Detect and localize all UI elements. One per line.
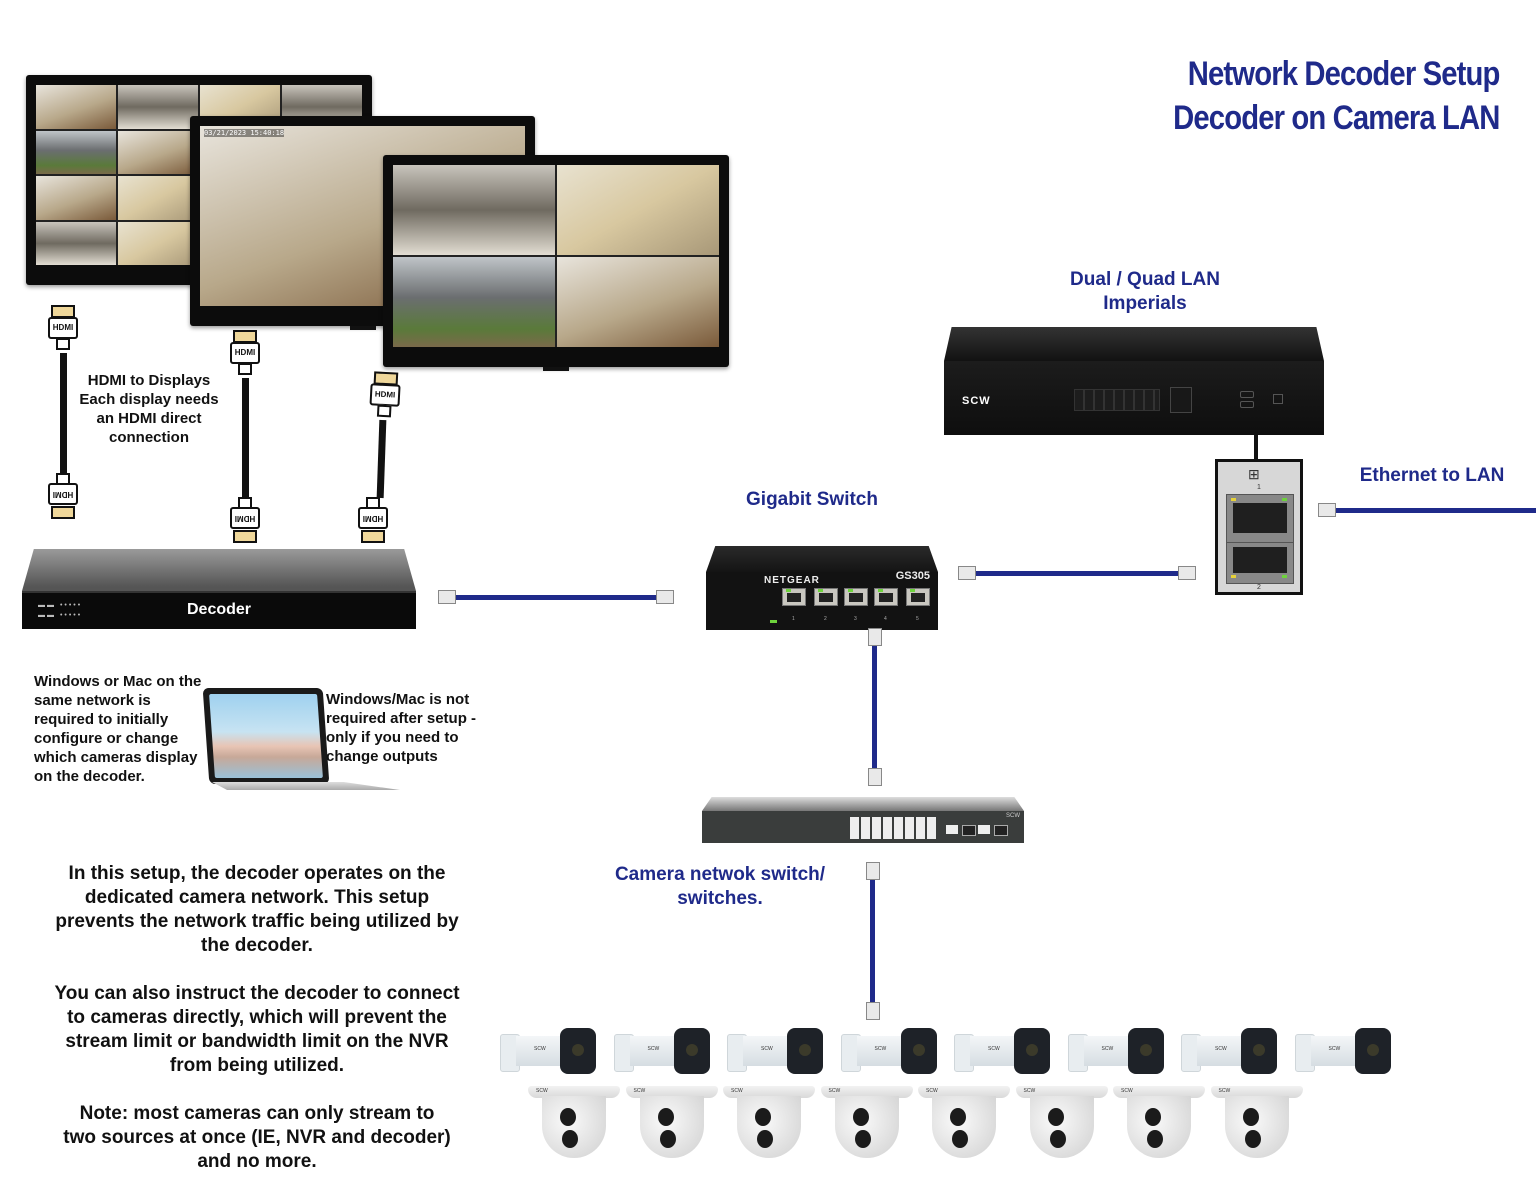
bullet-camera-icon: SCW (840, 1028, 937, 1076)
dome-camera-icon: SCW (1015, 1086, 1108, 1158)
nvr-lan-cable (1254, 435, 1258, 463)
hdmi-plug-icon: HDMI (230, 330, 260, 378)
ethernet-connector-icon (868, 768, 882, 786)
hdmi-plug-icon: HDMI (48, 305, 78, 353)
explanation-paragraph-1: In this setup, the decoder operates on t… (55, 863, 459, 956)
title-line-1: Network Decoder Setup (1188, 55, 1501, 93)
ethernet-connector-icon (656, 590, 674, 604)
ethernet-connector-icon (1178, 566, 1196, 580)
ethernet-connector-icon (868, 628, 882, 646)
hdmi-label: HDMI to Displays Each display needs an H… (79, 372, 219, 446)
monitor-2-timestamp: 03/21/2023 15:40:18 (204, 129, 285, 137)
ethernet-connector-icon (438, 590, 456, 604)
laptop-note-right: Windows/Mac is not required after setup … (326, 691, 477, 765)
bullet-camera-icon: SCW (500, 1028, 596, 1076)
gigabit-switch-label: Gigabit Switch (746, 489, 878, 510)
monitor-3-screen (393, 165, 719, 347)
switch-brand: NETGEAR (764, 575, 820, 586)
camera-network-switch-device: SCW (702, 797, 1024, 845)
bullet-camera-icon: SCW (613, 1028, 710, 1076)
bullet-camera-icon: SCW (1294, 1028, 1391, 1076)
decoder-leds: ▬▬ •••••▬▬ ••••• (38, 602, 83, 619)
hdmi-plug-icon: HDMI (369, 371, 401, 421)
monitor-3 (383, 155, 729, 371)
bullet-camera-icon: SCW (1181, 1028, 1277, 1076)
nvr-device: SCW (944, 327, 1324, 435)
ethernet-cable (1336, 508, 1536, 513)
ethernet-cable (976, 571, 1178, 576)
hdmi-plug-icon: HDMI (48, 473, 78, 521)
ethernet-connector-icon (958, 566, 976, 580)
decoder-device: ▬▬ •••••▬▬ ••••• Decoder (22, 549, 416, 629)
dome-camera-icon: SCW (1210, 1086, 1303, 1158)
hdmi-plug-icon: HDMI (358, 497, 388, 545)
ethernet-cable (456, 595, 656, 600)
bullet-camera-icon: SCW (954, 1028, 1050, 1076)
nvr-button-panel (1074, 389, 1160, 411)
dome-camera-icon: SCW (625, 1086, 718, 1158)
bullet-camera-icon: SCW (727, 1028, 823, 1076)
hdmi-cable (242, 378, 249, 498)
dome-camera-icon: SCW (528, 1086, 620, 1158)
hdmi-cable (60, 353, 67, 473)
nvr-power-button (1273, 394, 1283, 404)
camera-switch-brand: SCW (1006, 813, 1020, 819)
nvr-dpad (1170, 387, 1192, 413)
ethernet-to-lan-label: Ethernet to LAN (1359, 465, 1505, 486)
hdmi-plug-icon: HDMI (230, 497, 260, 545)
laptop-image (200, 688, 400, 800)
diagram-title: Network Decoder Setup Decoder on Camera … (1173, 52, 1501, 140)
explanation-paragraph-3: Note: most cameras can only stream to tw… (63, 1103, 451, 1172)
explanation-paragraph-2: You can also instruct the decoder to con… (54, 983, 460, 1076)
dome-camera-icon: SCW (1113, 1086, 1205, 1158)
nvr-lan-ports-panel: ⊞ 1 2 (1215, 459, 1303, 595)
ethernet-cable (870, 880, 875, 1002)
dome-camera-icon: SCW (723, 1086, 815, 1158)
ethernet-connector-icon (1318, 503, 1336, 517)
hdmi-cable (376, 419, 387, 499)
ethernet-connector-icon (866, 1002, 880, 1020)
laptop-note-left: Windows or Mac on the same network is re… (34, 673, 202, 785)
network-icon: ⊞ (1248, 466, 1260, 482)
camera-switch-label: Camera netwok switch/ switches. (614, 864, 826, 909)
switch-model: GS305 (895, 570, 930, 582)
decoder-label: Decoder (186, 601, 252, 618)
nvr-label: Dual / Quad LAN Imperials (1070, 269, 1220, 314)
title-line-2: Decoder on Camera LAN (1173, 99, 1501, 137)
ethernet-cable (872, 646, 877, 768)
dome-camera-icon: SCW (918, 1086, 1010, 1158)
nvr-brand-logo: SCW (962, 395, 991, 407)
bullet-camera-icon: SCW (1067, 1028, 1164, 1076)
dome-camera-icon: SCW (820, 1086, 913, 1158)
ethernet-connector-icon (866, 862, 880, 880)
gigabit-switch-device: NETGEAR GS305 1 2 3 4 5 (706, 546, 938, 630)
